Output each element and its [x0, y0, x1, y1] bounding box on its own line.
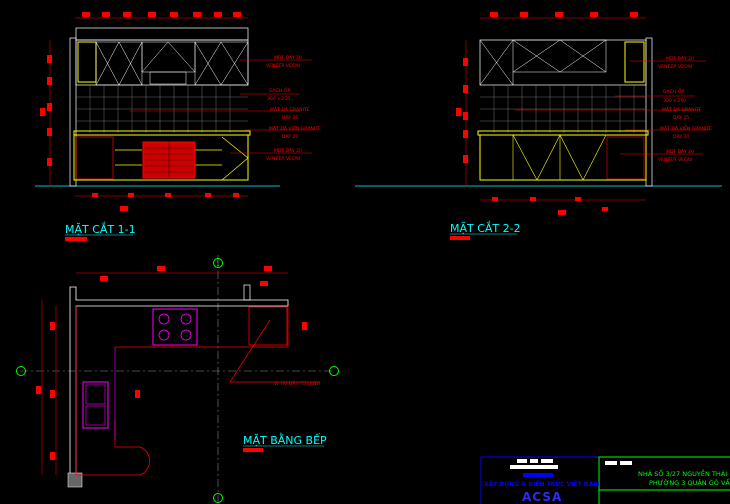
- company-logo: ACSA: [522, 490, 562, 504]
- upper-cabinets: [75, 39, 249, 86]
- upper-cabinet-doors: [95, 41, 249, 86]
- note-label: MDF DÀY 20: [274, 147, 302, 154]
- counter-outline: [75, 306, 289, 476]
- wall-tiles: [76, 85, 248, 133]
- stove-icon: [152, 308, 198, 346]
- sink-icon: [82, 381, 109, 429]
- company-name: XÂY DỰNG & KIẾN TRÚC VIỆT NAM: [484, 480, 599, 488]
- note-label: VENEER VECNI: [658, 64, 692, 70]
- upper-cabinets: [479, 39, 647, 86]
- lower-cabinets: [479, 134, 647, 181]
- dimension-marks: [36, 266, 307, 475]
- kitchen-plan: 1 VỊ TRÍ ĐẶT TỦ LẠNH MẶT BẰNG BẾP: [16, 255, 339, 504]
- note-label: DÀY 20: [282, 133, 298, 140]
- section-1-1-elevation: MDF DÀY 20 VENEER VECNI GẠCH ỐP 300 x 25…: [35, 12, 321, 241]
- fridge-position: [248, 306, 288, 346]
- note-label: MDF DÀY 20: [274, 54, 302, 61]
- note-label: DÀY 25: [673, 114, 689, 121]
- axis-marker-icon: 1: [16, 258, 339, 503]
- upper-cabinet-door: [624, 41, 645, 83]
- wall-tiles: [480, 85, 646, 133]
- lower-cabinet-doors: [75, 136, 249, 181]
- wall-hatch: [645, 37, 653, 187]
- note-label: MẶT ĐÁ VIỀN GRANITE: [269, 124, 321, 132]
- lower-cabinets: [73, 134, 249, 181]
- note-label: DÀY 20: [673, 133, 689, 140]
- section-1-title: MẶT CẮT 1-1: [65, 222, 136, 236]
- lower-cabinet-doors: [512, 134, 645, 181]
- leader-lines: [515, 60, 710, 155]
- note-label: DÀY 25: [282, 114, 298, 121]
- note-label: GẠCH ỐP: [269, 86, 290, 94]
- note-label: MẶT ĐÁ GRANITE: [270, 106, 310, 113]
- note-label: 300 x 250: [267, 96, 290, 102]
- plan-title: MẶT BẰNG BẾP: [243, 433, 327, 447]
- svg-text:1: 1: [216, 261, 220, 268]
- note-label: MDF DÀY 20: [666, 55, 694, 62]
- note-label: VENEER VECNI: [266, 156, 300, 162]
- section-2-2-elevation: MDF DÀY 20 VENEER VECNI GẠCH ỐP 300 x 25…: [355, 12, 722, 240]
- note-label: VENEER VECNI: [658, 157, 692, 163]
- column-hatch: [67, 472, 83, 488]
- address-line-1: NHÀ SỐ 3/27 NGUYỄN THÁI: [638, 468, 727, 478]
- ceiling-soffit: [75, 27, 249, 41]
- granite-countertop: [477, 130, 649, 136]
- dimension-marks: [456, 12, 646, 215]
- fridge-note: VỊ TRÍ ĐẶT TỦ LẠNH: [274, 379, 320, 387]
- address-line-2: PHƯỜNG 3 QUẬN GÒ VẤP: [649, 477, 730, 487]
- walls: [69, 286, 289, 486]
- note-label: MDF DÀY 20: [666, 148, 694, 155]
- note-label: GẠCH ỐP: [663, 87, 684, 95]
- title-block: XÂY DỰNG & KIẾN TRÚC VIỆT NAM ACSA NHÀ S…: [480, 456, 730, 504]
- upper-cabinet-door: [77, 41, 97, 83]
- leader-lines: [130, 59, 315, 154]
- wall-hatch: [69, 37, 77, 187]
- note-label: VENEER VECNI: [266, 63, 300, 69]
- granite-countertop: [73, 130, 251, 136]
- note-label: MẶT ĐÁ VIỀN GRANITE: [660, 124, 712, 132]
- note-label: 300 x 250: [663, 98, 686, 104]
- note-label: MẶT ĐÁ GRANITE: [662, 106, 702, 113]
- upper-cabinet-doors: [479, 39, 607, 86]
- dimension-marks: [40, 12, 248, 211]
- section-2-title: MẶT CẮT 2-2: [450, 221, 521, 235]
